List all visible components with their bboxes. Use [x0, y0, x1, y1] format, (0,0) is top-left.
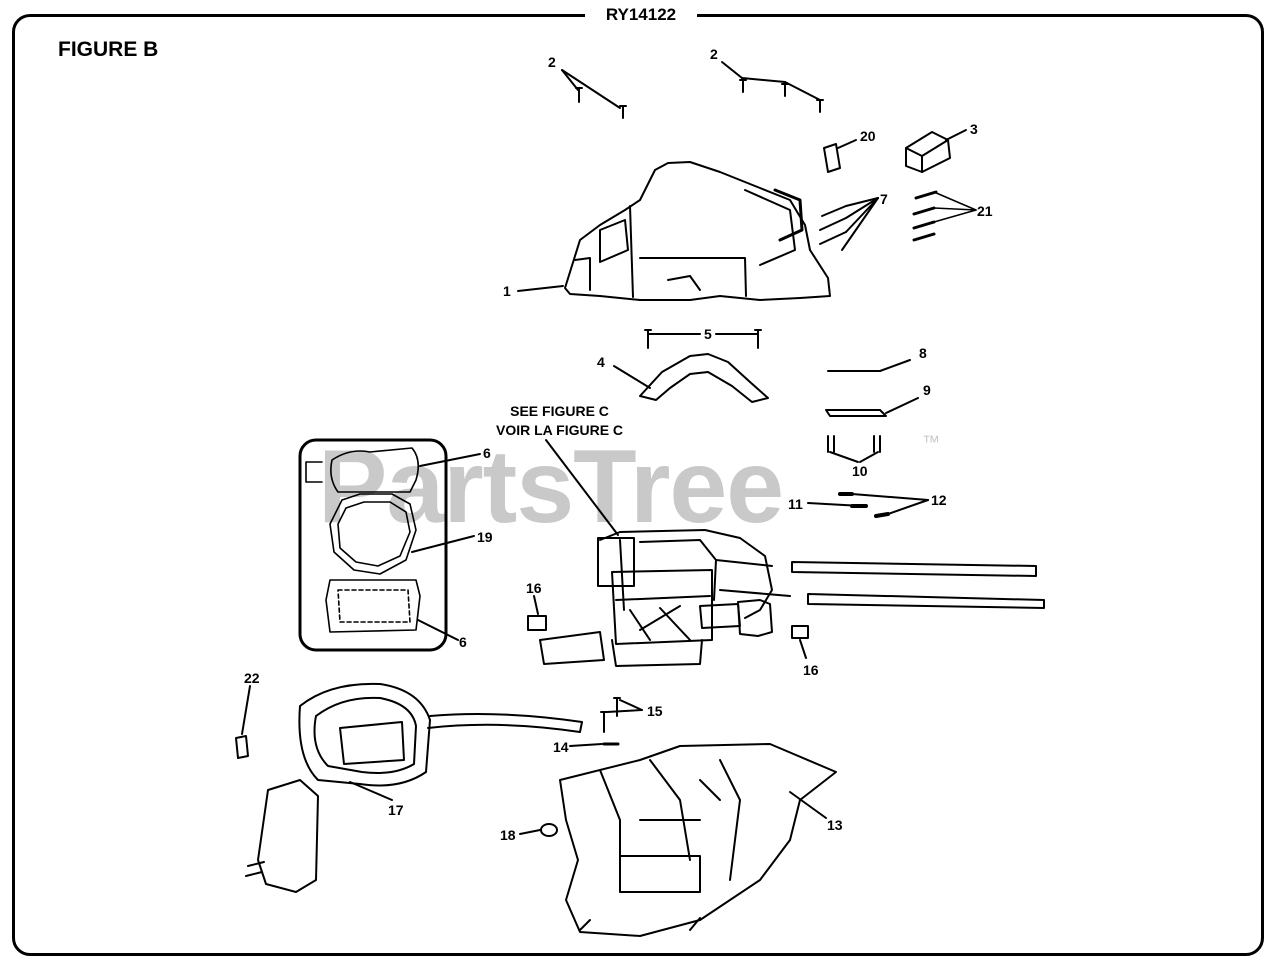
callout-4: 4 — [597, 354, 605, 370]
part-wire-nut — [823, 139, 857, 173]
callout-1: 1 — [503, 283, 511, 299]
callout-2-left: 2 — [548, 54, 556, 70]
part-top-cover — [564, 161, 831, 301]
leader-1 — [517, 285, 564, 292]
callout-5: 5 — [704, 326, 712, 342]
callout-16-right: 16 — [803, 662, 819, 678]
watermark: PartsTree — [318, 429, 784, 545]
callout-7: 7 — [880, 191, 888, 207]
callout-12: 12 — [931, 492, 947, 508]
callout-20: 20 — [860, 128, 876, 144]
leader-see-figure — [545, 439, 619, 536]
part-hose-reel — [245, 682, 583, 893]
figure-title: FIGURE B — [58, 38, 159, 61]
part-clip — [235, 735, 249, 759]
callout-14: 14 — [553, 739, 569, 755]
part-handle-arch — [613, 353, 769, 403]
part-cap — [540, 823, 558, 837]
part-plate-9 — [825, 409, 887, 417]
callout-21: 21 — [977, 203, 993, 219]
part-terminals-21 — [912, 190, 977, 242]
part-brackets — [827, 435, 881, 463]
part-screws-5 — [644, 329, 762, 349]
callout-6-bottom: 6 — [459, 634, 467, 650]
callout-19: 19 — [477, 529, 493, 545]
part-base — [559, 743, 837, 937]
part-pins-springs — [807, 492, 929, 518]
callout-16-left: 16 — [526, 580, 542, 596]
model-number: RY14122 — [585, 2, 697, 28]
callout-13: 13 — [827, 817, 843, 833]
gasket-group-box — [298, 438, 448, 652]
watermark-trademark: ™ — [922, 432, 940, 452]
callout-6-top: 6 — [483, 445, 491, 461]
callout-3: 3 — [970, 121, 978, 137]
part-bushing-left — [527, 615, 547, 631]
see-figure-line2: VOIR LA FIGURE C — [496, 422, 624, 438]
callout-9: 9 — [923, 382, 931, 398]
part-screws-left — [561, 69, 627, 119]
part-rod-upper — [791, 561, 1037, 577]
callout-22: 22 — [244, 670, 260, 686]
callout-10: 10 — [852, 463, 868, 479]
see-figure-line1: SEE FIGURE C — [510, 403, 609, 419]
callout-11: 11 — [788, 496, 803, 512]
callout-17: 17 — [388, 802, 404, 818]
part-bushing-right — [791, 625, 809, 639]
part-pump-motor-assembly — [539, 529, 791, 667]
callout-15: 15 — [647, 703, 663, 719]
part-switch — [905, 129, 967, 173]
part-rod-lower — [807, 593, 1045, 609]
part-terminals — [819, 197, 879, 251]
part-bolts — [600, 697, 643, 733]
callout-8: 8 — [919, 345, 927, 361]
callout-2-right: 2 — [710, 46, 718, 62]
callout-18: 18 — [500, 827, 516, 843]
see-figure-note: SEE FIGURE C VOIR LA FIGURE C — [496, 402, 623, 440]
part-gaskets — [305, 447, 421, 633]
part-screws-right — [721, 61, 824, 113]
